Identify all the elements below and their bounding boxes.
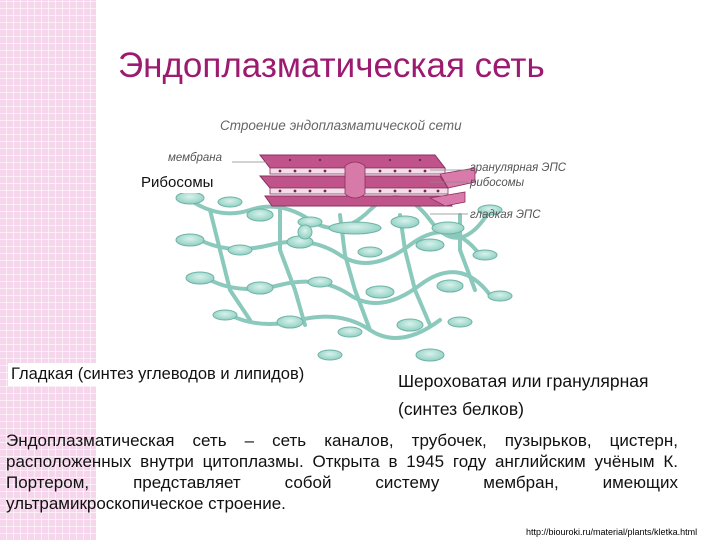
- source-link[interactable]: http://biouroki.ru/material/plants/kletk…: [526, 527, 697, 537]
- label-granular-er: гранулярная ЭПС: [470, 162, 566, 174]
- rough-er-caption-line1: Шероховатая или гранулярная: [398, 367, 648, 395]
- er-structure-illustration: [130, 110, 600, 368]
- rough-er-caption: Шероховатая или гранулярная (синтез белк…: [398, 367, 648, 423]
- smooth-er-caption: Гладкая (синтез углеводов и липидов): [8, 363, 307, 386]
- label-ribosomes: Рибосомы: [137, 172, 217, 193]
- label-membrane: мембрана: [168, 152, 222, 164]
- rough-er-caption-line2: (синтез белков): [398, 395, 648, 423]
- label-smooth-er: гладкая ЭПС: [470, 209, 541, 221]
- slide-title: Эндоплазматическая сеть: [118, 46, 545, 86]
- figure-caption: Строение эндоплазматической сети: [220, 118, 462, 133]
- description-paragraph: Эндоплазматическая сеть – сеть каналов, …: [6, 430, 678, 514]
- label-ribosomes-right: рибосомы: [470, 177, 524, 189]
